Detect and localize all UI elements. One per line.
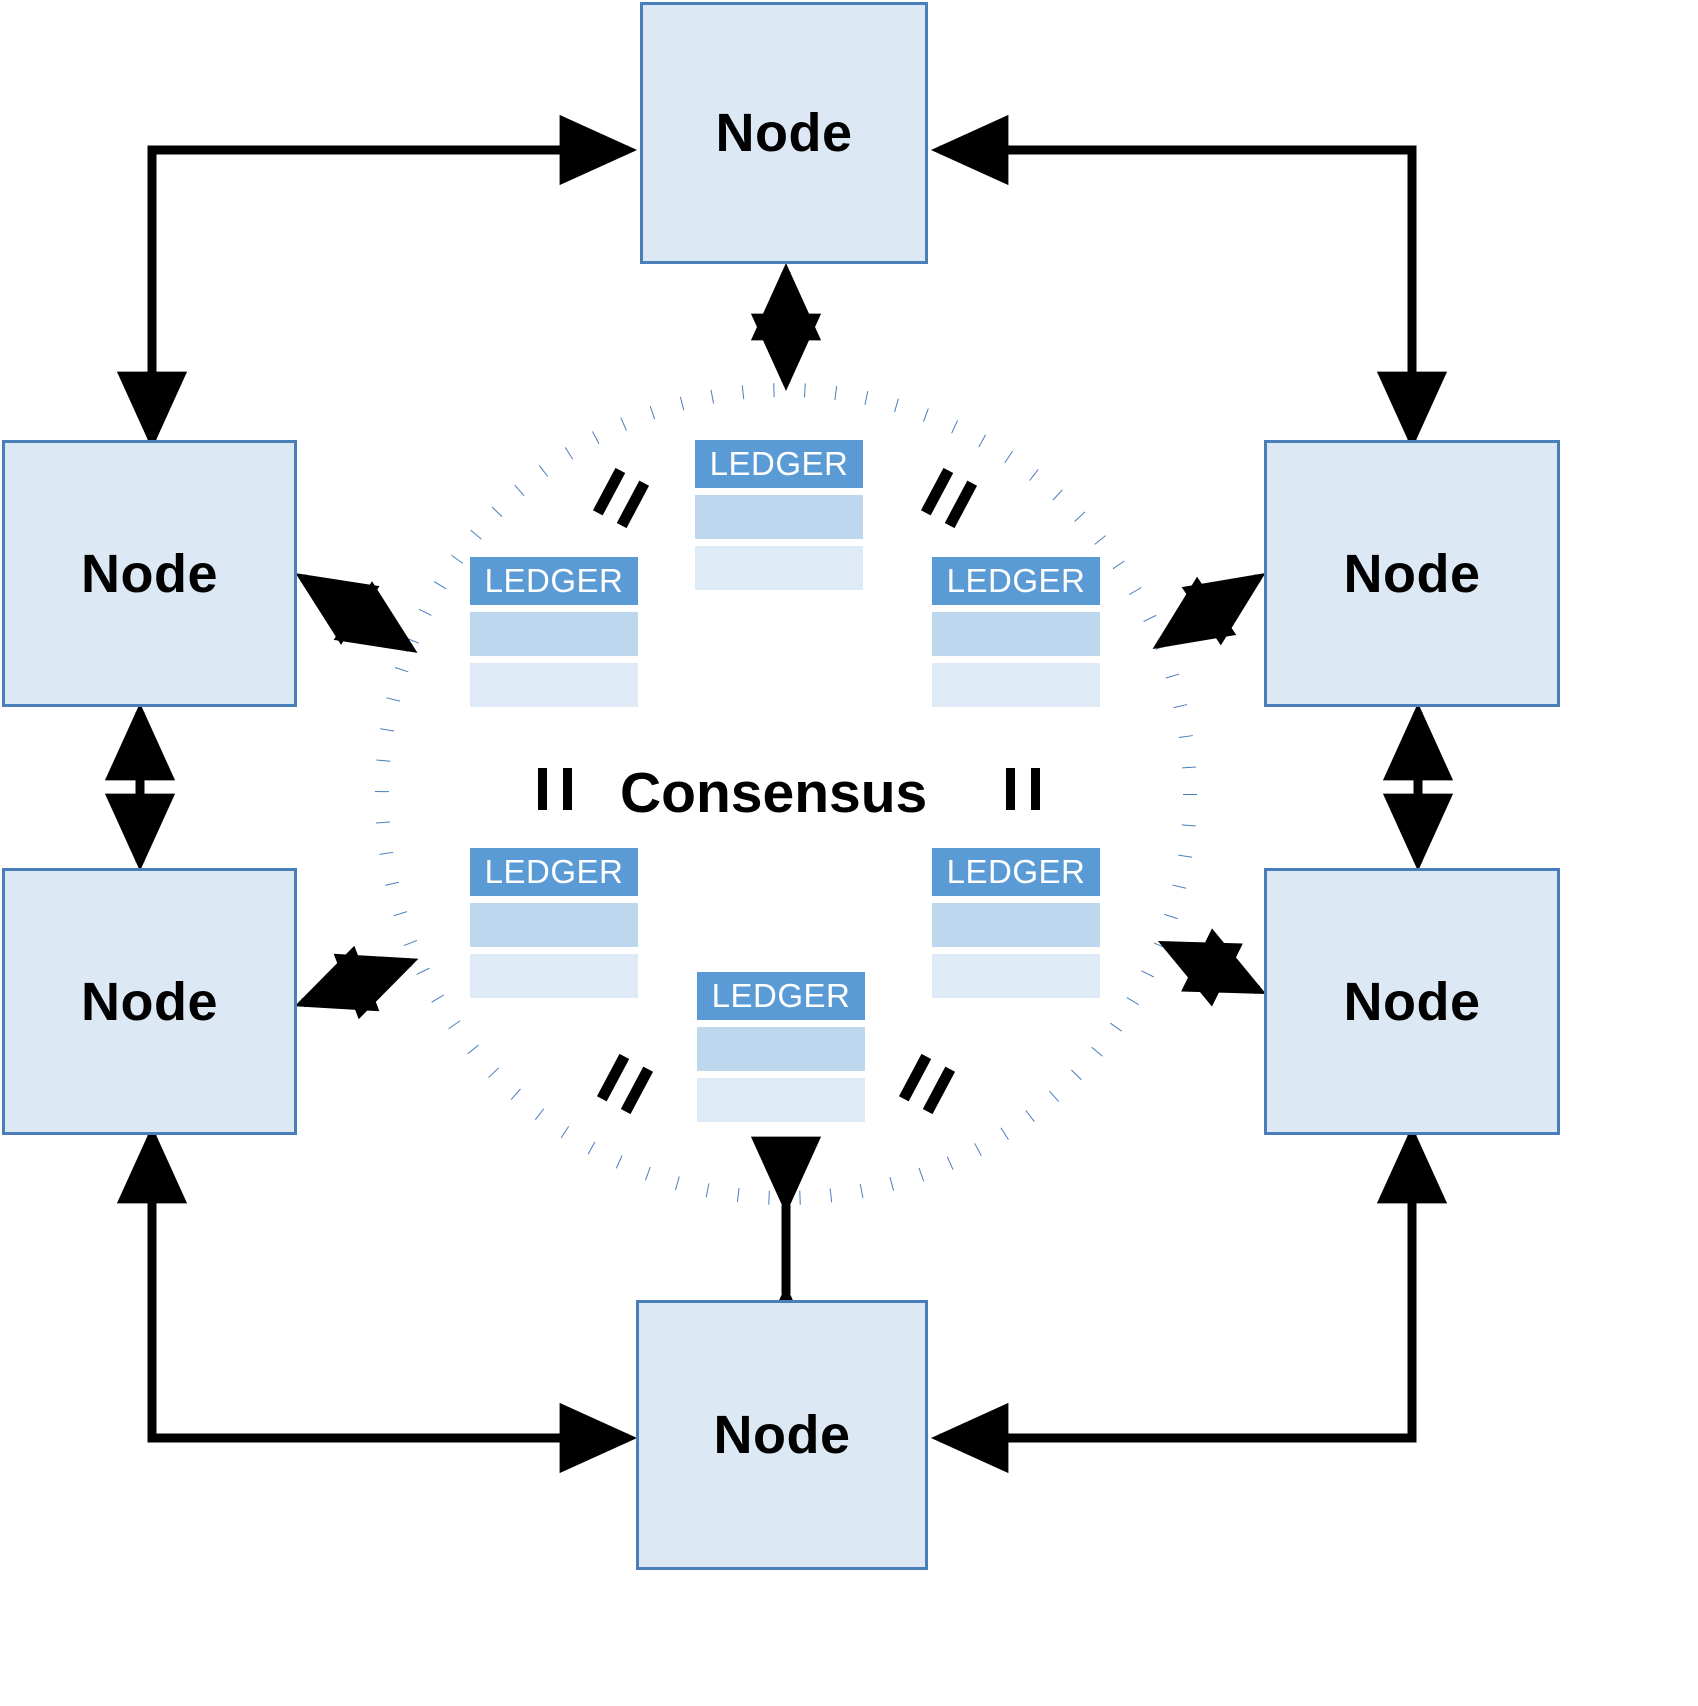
- equals-bar: [563, 768, 572, 810]
- arrow-right-upper-to-circle: [1152, 572, 1266, 650]
- arrow-right-upper-to-top: [930, 114, 1448, 449]
- node-label: Node: [81, 971, 218, 1032]
- ledger-header: LEDGER: [697, 972, 865, 1020]
- equals-mark-mid-left: [538, 768, 572, 810]
- ledger-stack-lower-right[interactable]: LEDGER: [932, 848, 1100, 998]
- arrow-right-lower-to-circle: [1157, 928, 1267, 1007]
- ledger-row-1: [695, 495, 863, 539]
- ledger-header: LEDGER: [470, 557, 638, 605]
- node-box-left-upper[interactable]: Node: [2, 440, 297, 707]
- ledger-stack-upper-right[interactable]: LEDGER: [932, 557, 1100, 707]
- node-label: Node: [715, 103, 853, 163]
- ledger-row-2: [932, 954, 1100, 998]
- ledger-row-1: [697, 1027, 865, 1071]
- node-box-left-lower[interactable]: Node: [2, 868, 297, 1135]
- node-label: Node: [81, 543, 218, 604]
- ledger-stack-upper-left[interactable]: LEDGER: [470, 557, 638, 707]
- ledger-row-2: [470, 663, 638, 707]
- ledger-header: LEDGER: [695, 440, 863, 488]
- ledger-row-2: [470, 954, 638, 998]
- node-box-bottom[interactable]: Node: [636, 1300, 928, 1570]
- node-box-right-upper[interactable]: Node: [1264, 440, 1560, 707]
- ledger-row-1: [470, 903, 638, 947]
- equals-bar: [1006, 768, 1015, 810]
- node-box-top[interactable]: Node: [640, 2, 928, 264]
- ledger-header: LEDGER: [932, 557, 1100, 605]
- ledger-stack-lower-left[interactable]: LEDGER: [470, 848, 638, 998]
- equals-mark-mid-right: [1006, 768, 1040, 810]
- ledger-row-1: [932, 903, 1100, 947]
- arrow-left-upper-to-top: [116, 114, 638, 449]
- node-label: Node: [1343, 543, 1481, 604]
- ledger-header: LEDGER: [470, 848, 638, 896]
- ledger-row-1: [932, 612, 1100, 656]
- ledger-row-2: [932, 663, 1100, 707]
- consensus-circle: [375, 383, 1197, 1205]
- consensus-label: Consensus: [620, 761, 928, 825]
- node-label: Node: [713, 1405, 851, 1465]
- arrow-left-upper-to-circle: [295, 573, 418, 653]
- ledger-row-2: [695, 546, 863, 590]
- equals-bar: [1031, 768, 1040, 810]
- arrow-left-lower-to-circle: [294, 945, 419, 1020]
- node-label: Node: [1343, 971, 1481, 1032]
- ledger-row-1: [470, 612, 638, 656]
- ledger-stack-top[interactable]: LEDGER: [695, 440, 863, 590]
- ledger-row-2: [697, 1078, 865, 1122]
- arrow-left-lower-to-bottom: [116, 1126, 638, 1474]
- equals-bar: [538, 768, 547, 810]
- node-box-right-lower[interactable]: Node: [1264, 868, 1560, 1135]
- ledger-stack-bottom[interactable]: LEDGER: [697, 972, 865, 1122]
- arrow-right-lower-to-bottom: [930, 1126, 1448, 1474]
- ledger-header: LEDGER: [932, 848, 1100, 896]
